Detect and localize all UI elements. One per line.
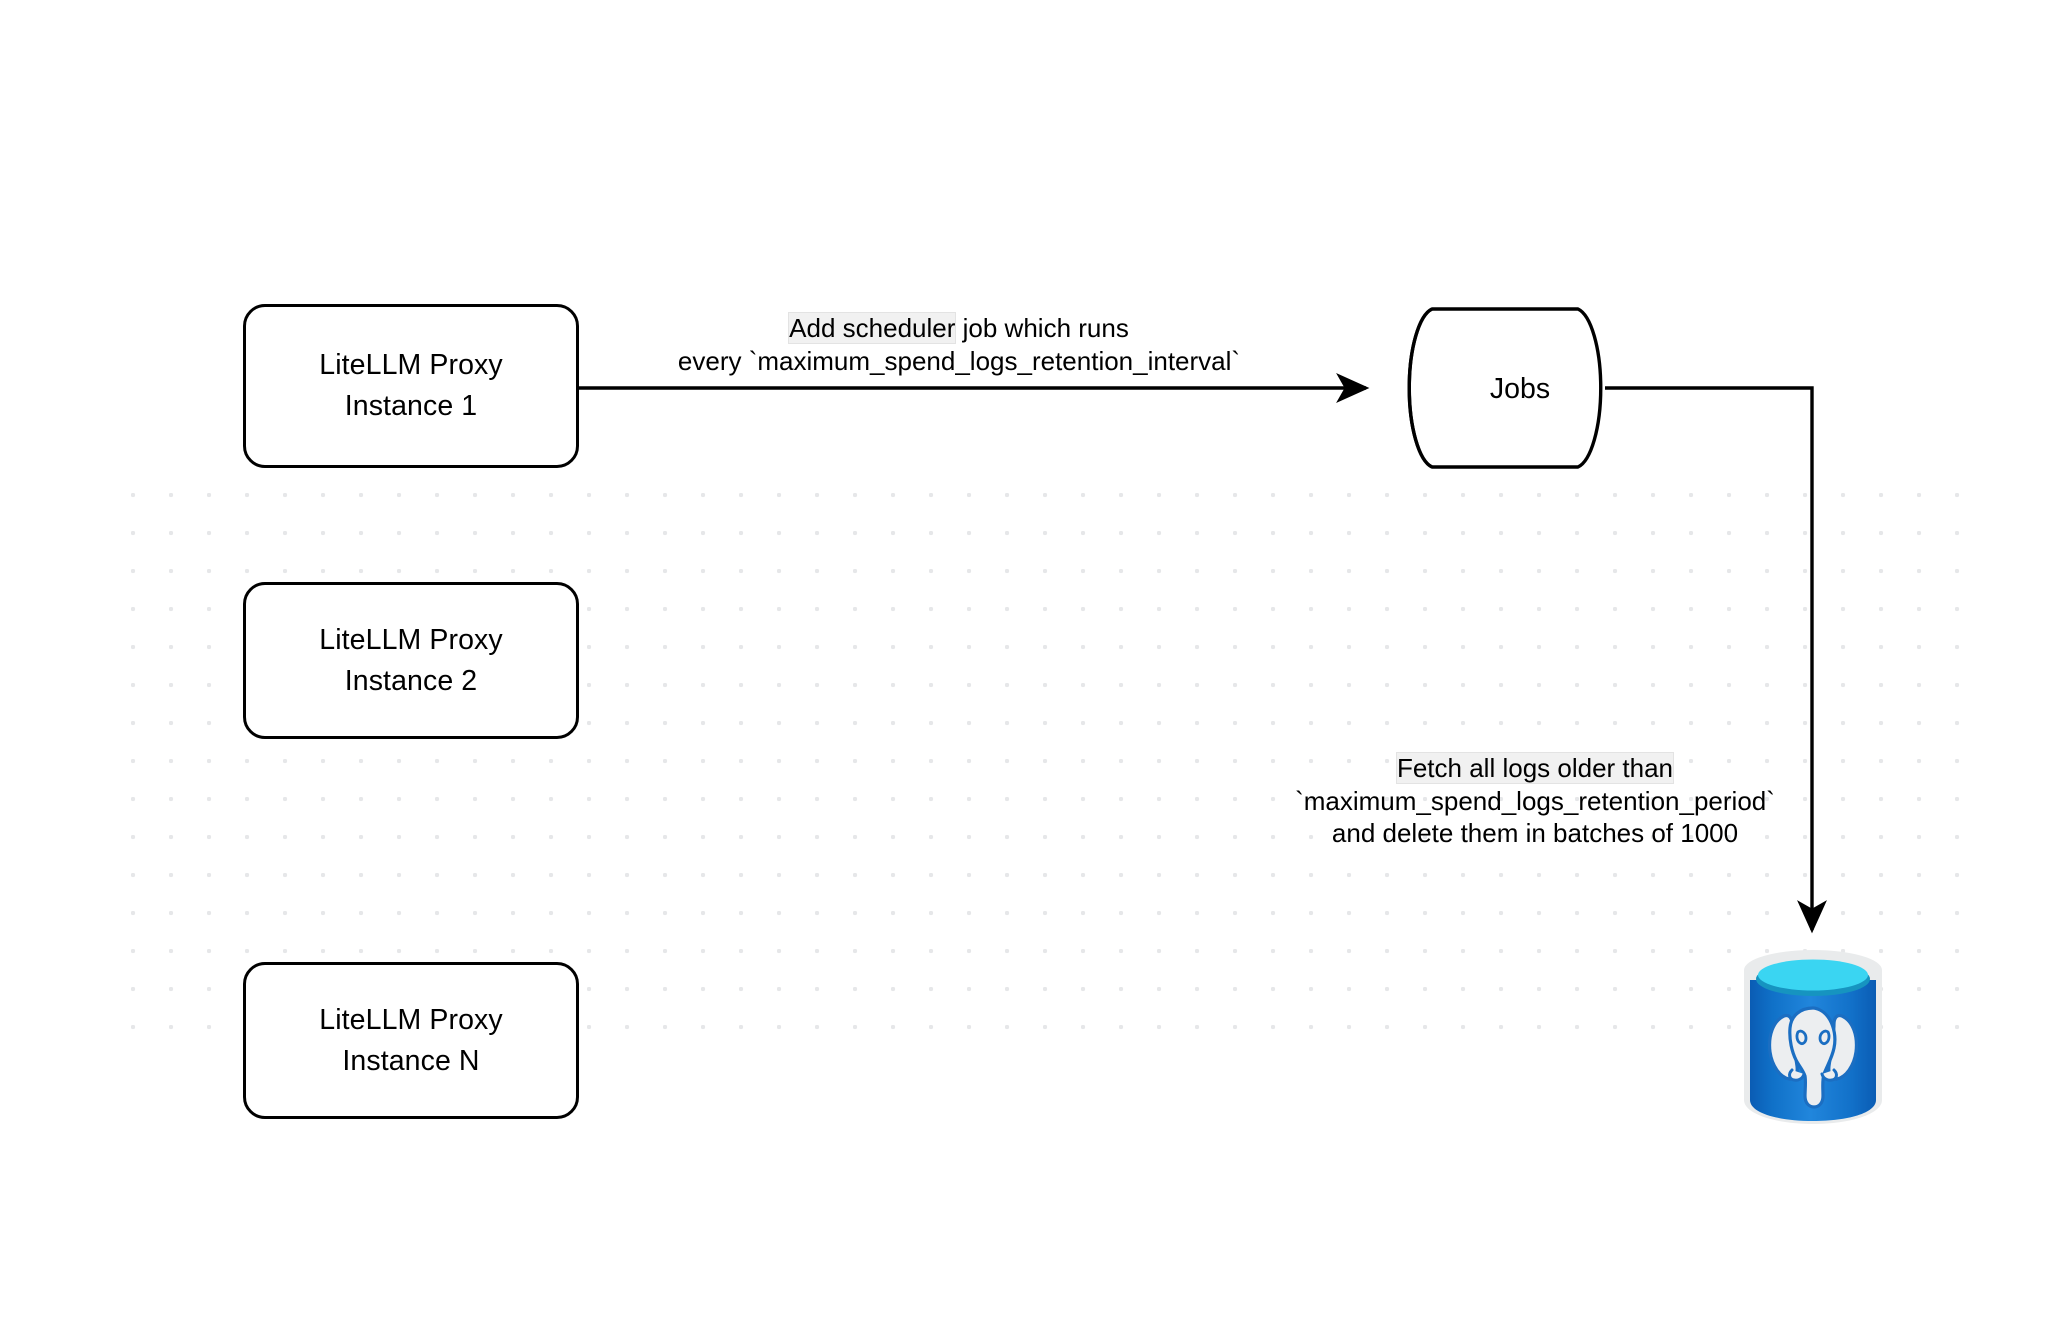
node-label: LiteLLM Proxy Instance N — [319, 1003, 503, 1077]
edge-label-line-2: `maximum_spend_logs_retention_period` — [1295, 785, 1775, 816]
db-top-surface — [1758, 959, 1868, 991]
node-litellm-proxy-instance-2[interactable]: LiteLLM Proxy Instance 2 — [243, 582, 579, 739]
node-litellm-proxy-instance-n[interactable]: LiteLLM Proxy Instance N — [243, 962, 579, 1119]
edge-label-line-3: and delete them in batches of 1000 — [1331, 818, 1739, 848]
edge-label-line-1: Add scheduler job which runs — [789, 313, 1129, 343]
edge-label-highlight: Fetch all logs older than — [1396, 753, 1674, 783]
edge-label-line-1: Fetch all logs older than — [1215, 752, 1855, 785]
node-label: LiteLLM Proxy Instance 1 — [319, 349, 503, 422]
node-label: LiteLLM Proxy Instance 2 — [319, 623, 503, 697]
edge-label-line-2: every `maximum_spend_logs_retention_inte… — [677, 345, 1241, 376]
jobs-cylinder-shape — [1407, 307, 1603, 469]
edge-label-scheduler: Add scheduler job which runs every `maxi… — [596, 312, 1322, 377]
node-jobs-label: Jobs — [1489, 373, 1551, 405]
edge-label-highlight: Add scheduler — [789, 313, 956, 343]
postgres-elephant-glyph — [1767, 1006, 1859, 1109]
edge-label-retention: Fetch all logs older than `maximum_spend… — [1215, 752, 1855, 850]
node-litellm-proxy-instance-1[interactable]: LiteLLM Proxy Instance 1 — [243, 304, 579, 468]
postgresql-database-icon[interactable] — [1740, 948, 1886, 1130]
edge-jobs-to-postgres — [1605, 386, 1827, 934]
